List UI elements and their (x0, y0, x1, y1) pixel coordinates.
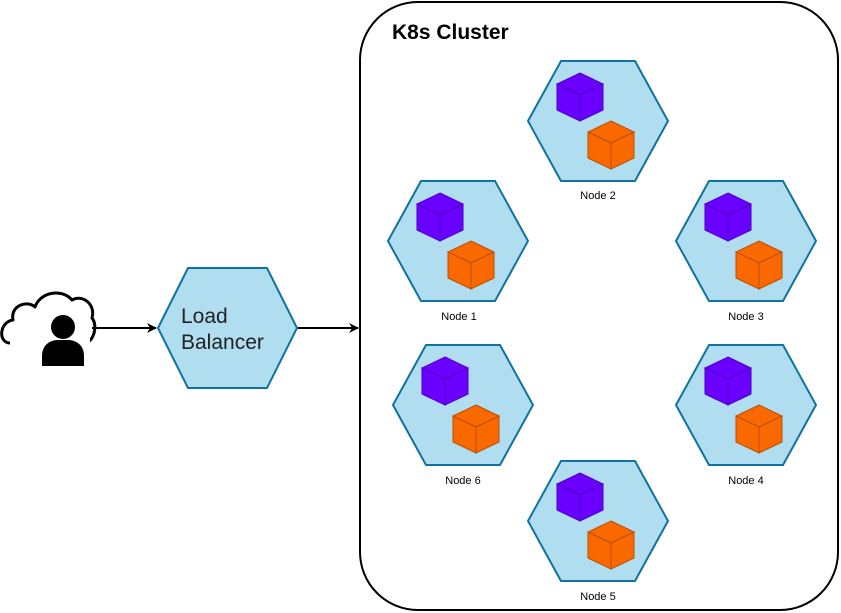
node-5[interactable]: Node 5 (526, 460, 670, 603)
pod-cube-purple-icon (703, 356, 753, 406)
node-label: Node 2 (580, 190, 615, 202)
load-balancer-label-line2: Balancer (181, 331, 264, 354)
node-2[interactable]: Node 2 (526, 60, 670, 202)
load-balancer[interactable]: Load Balancer (156, 267, 299, 389)
node-label: Node 3 (728, 311, 763, 323)
pod-cube-purple-icon (703, 192, 753, 242)
pod-cube-purple-icon (555, 472, 605, 522)
node-6[interactable]: Node 6 (391, 344, 535, 487)
cluster-title: K8s Cluster (392, 21, 509, 44)
load-balancer-hexagon (156, 267, 299, 389)
pod-cube-purple-icon (420, 356, 470, 406)
node-3[interactable]: Node 3 (674, 180, 818, 323)
pod-cube-purple-icon (415, 192, 465, 242)
node-1[interactable]: Node 1 (386, 180, 530, 323)
node-label: Node 1 (441, 311, 476, 323)
pod-cube-orange-icon (451, 404, 501, 454)
pod-cube-orange-icon (734, 240, 784, 290)
load-balancer-label-line1: Load (181, 305, 228, 328)
nodes-layer: Node 1 Node 2 Node 3 Node 4 Node 5 Node 6 (386, 60, 818, 603)
cloud-user-icon (0, 291, 97, 368)
pod-cube-orange-icon (734, 404, 784, 454)
node-label: Node 5 (580, 591, 615, 603)
pod-cube-orange-icon (586, 520, 636, 570)
pod-cube-orange-icon (446, 240, 496, 290)
node-label: Node 4 (728, 475, 763, 487)
pod-cube-orange-icon (586, 120, 636, 170)
node-label: Node 6 (445, 475, 480, 487)
node-4[interactable]: Node 4 (674, 344, 818, 487)
pod-cube-purple-icon (555, 72, 605, 122)
